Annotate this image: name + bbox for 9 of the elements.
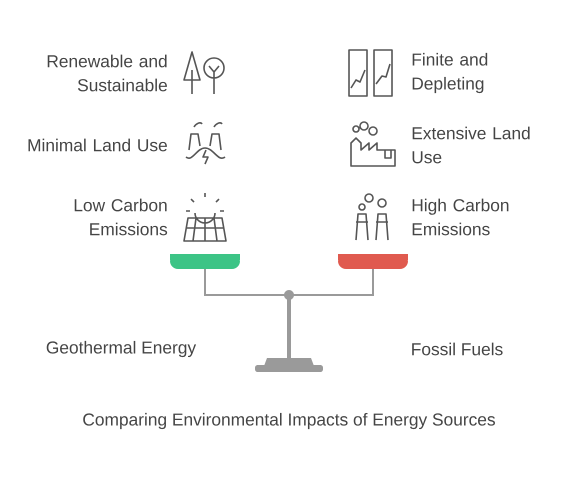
side-label: Fossil Fuels bbox=[412, 342, 503, 356]
option-label: Renewable and Sustainable bbox=[48, 54, 167, 92]
side-label: Geothermal Energy bbox=[46, 340, 196, 358]
caption: Comparing Environmental Impacts of Energy Sources bbox=[83, 412, 495, 430]
option-label: Extensive Land Use bbox=[412, 126, 530, 164]
option-label: Low Carbon Emissions bbox=[74, 198, 168, 236]
option-label: Finite and Depleting bbox=[412, 52, 488, 94]
option-label: Minimal Land Use bbox=[28, 138, 167, 152]
option-label: High Carbon Emissions bbox=[412, 198, 508, 236]
